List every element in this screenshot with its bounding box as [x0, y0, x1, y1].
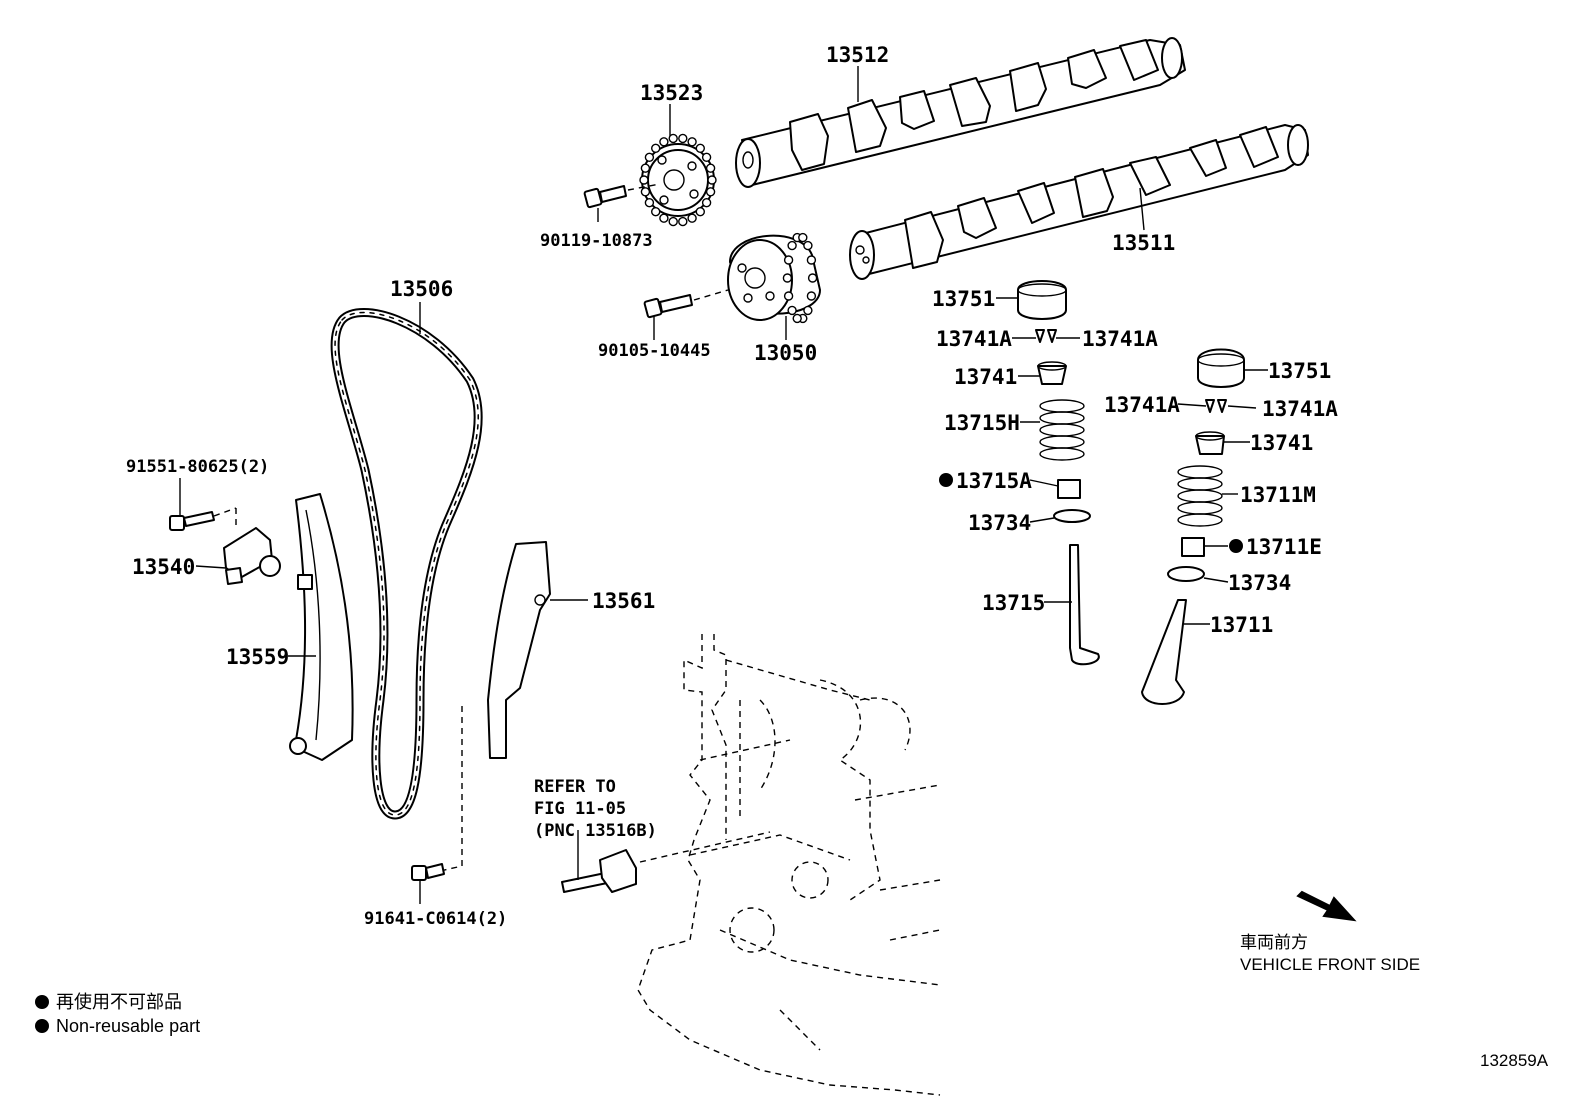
sprocket-tooth — [701, 152, 712, 163]
bolt-91551-80625 — [169, 507, 237, 531]
figure-id: 132859A — [1480, 1051, 1549, 1070]
non-reusable-dot-13715A — [939, 473, 953, 487]
bolt-90119-10873 — [583, 183, 661, 209]
sprocket-tooth — [705, 187, 716, 197]
sprocket-tooth — [644, 152, 655, 163]
label-13741-right: 13741 — [1250, 431, 1313, 455]
sprocket-tooth — [668, 133, 678, 144]
legend-label-en: Non-reusable part — [56, 1016, 200, 1036]
non-reusable-dot-13711E — [1229, 539, 1243, 553]
direction-label-en: VEHICLE FRONT SIDE — [1240, 955, 1420, 974]
tool-pnc-13516B — [561, 830, 771, 893]
sprocket-tooth — [668, 216, 678, 227]
engine-block-outline — [637, 634, 941, 1096]
chain-slipper-13561 — [435, 541, 551, 873]
direction-label-jp: 車両前方 — [1240, 933, 1308, 952]
sprocket-tooth — [695, 206, 705, 217]
front-direction-arrow-icon — [1296, 890, 1357, 922]
label-13540: 13540 — [132, 555, 195, 579]
label-13561: 13561 — [592, 589, 655, 613]
label-91551-80625: 91551-80625(2) — [126, 457, 269, 477]
bolt-90105-10445 — [643, 289, 729, 319]
refer-line-3: (PNC 13516B) — [534, 821, 657, 841]
label-13741A-2: 13741A — [1082, 327, 1158, 351]
sprocket-tooth — [792, 313, 802, 324]
vvt-gear-13050 — [727, 232, 821, 324]
label-13751-right: 13751 — [1268, 359, 1331, 383]
sprocket-tooth — [705, 163, 716, 173]
sprocket-tooth — [787, 240, 797, 251]
sprocket-tooth — [644, 197, 655, 208]
label-13523: 13523 — [640, 81, 703, 105]
sprocket-tooth — [678, 216, 688, 227]
sprocket-tooth — [659, 213, 669, 223]
label-13512: 13512 — [826, 43, 889, 67]
chain-guide-13559 — [289, 493, 354, 761]
label-13050: 13050 — [754, 341, 817, 365]
sprocket-tooth — [651, 143, 661, 154]
label-13711M: 13711M — [1240, 483, 1316, 507]
label-13741A-1: 13741A — [936, 327, 1012, 351]
leader-lines — [179, 66, 1268, 904]
label-90119-10873: 90119-10873 — [540, 231, 653, 251]
label-13741-left: 13741 — [954, 365, 1017, 389]
sprocket-tooth — [783, 255, 794, 265]
timing-chain-13506 — [330, 308, 483, 820]
label-13751-left: 13751 — [932, 287, 995, 311]
sprocket-tooth — [807, 273, 818, 283]
label-13506: 13506 — [390, 277, 453, 301]
legend-label-jp: 再使用不可部品 — [56, 992, 182, 1012]
label-13711E: 13711E — [1246, 535, 1322, 559]
label-13511: 13511 — [1112, 231, 1175, 255]
sprocket-tooth — [659, 137, 669, 147]
sprocket-tooth — [695, 143, 705, 154]
valve-set-intake — [1141, 348, 1245, 705]
sprocket-tooth — [783, 291, 794, 301]
label-13715A: 13715A — [956, 469, 1032, 493]
label-13741A-4: 13741A — [1262, 397, 1338, 421]
sprocket-13523 — [639, 133, 717, 227]
label-13734-right: 13734 — [1228, 571, 1291, 595]
label-13711: 13711 — [1210, 613, 1273, 637]
legend: 再使用不可部品 Non-reusable part — [35, 992, 200, 1036]
legend-dot-icon-2 — [35, 1019, 49, 1033]
sprocket-tooth — [640, 163, 651, 173]
legend-dot-icon — [35, 995, 49, 1009]
sprocket-tooth — [806, 255, 817, 265]
bolt-91641-C0614 — [411, 863, 445, 881]
label-13715: 13715 — [982, 591, 1045, 615]
callout-labels: 13512 13523 90119-10873 13511 13506 1305… — [126, 43, 1338, 929]
sprocket-tooth — [707, 175, 717, 185]
sprocket-tooth — [803, 240, 813, 251]
camshaft-13511 — [849, 124, 1309, 280]
sprocket-tooth — [651, 206, 661, 217]
sprocket-tooth — [787, 305, 797, 316]
sprocket-tooth — [803, 305, 813, 316]
sprocket-tooth — [678, 133, 688, 144]
sprocket-tooth — [782, 273, 793, 283]
label-13715H: 13715H — [944, 411, 1020, 435]
label-13741A-3: 13741A — [1104, 393, 1180, 417]
tensioner-13540 — [223, 508, 281, 585]
sprocket-tooth — [640, 187, 651, 197]
sprocket-tooth — [701, 197, 712, 208]
sprocket-tooth — [806, 291, 817, 301]
label-13734-left: 13734 — [968, 511, 1031, 535]
refer-line-1: REFER TO — [534, 777, 616, 797]
label-13559: 13559 — [226, 645, 289, 669]
camshaft-13512 — [735, 37, 1186, 188]
sprocket-tooth — [687, 213, 697, 223]
valve-set-exhaust — [1017, 280, 1100, 666]
label-90105-10445: 90105-10445 — [598, 341, 711, 361]
sprocket-tooth — [798, 232, 808, 243]
label-91641-C0614: 91641-C0614(2) — [364, 909, 507, 929]
sprocket-tooth — [639, 175, 649, 185]
sprocket-tooth — [687, 137, 697, 147]
refer-line-2: FIG 11-05 — [534, 799, 626, 819]
